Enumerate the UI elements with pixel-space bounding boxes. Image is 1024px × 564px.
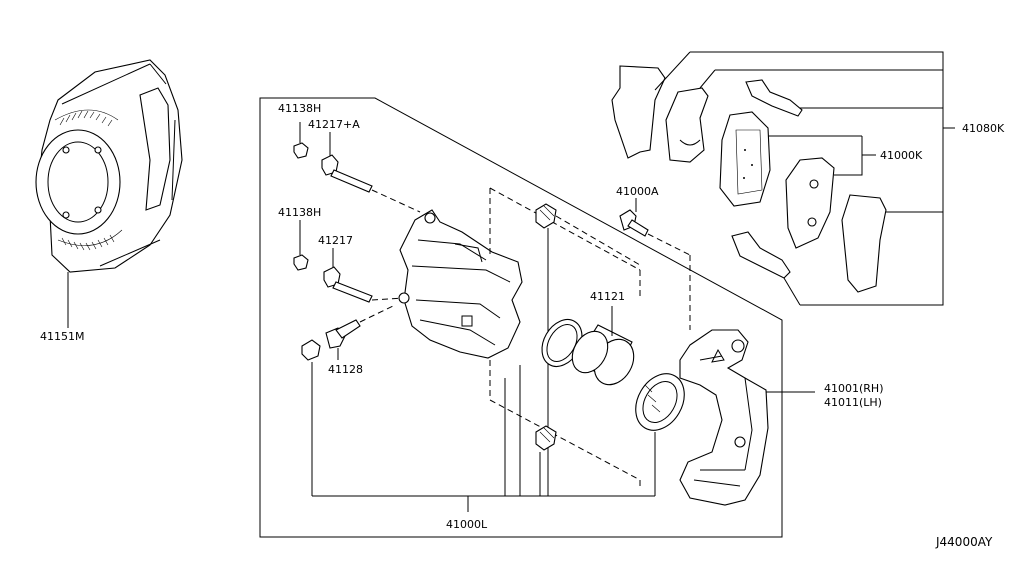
brake-pad-inner-drawing	[785, 136, 876, 249]
part-label-41217A: 41217+A	[308, 118, 360, 131]
pin-bolt-41217A-drawing	[321, 132, 421, 213]
anti-rattle-clip-drawing	[745, 79, 943, 117]
pad-shim-outer-drawing	[611, 51, 691, 159]
dust-shield-drawing	[35, 59, 183, 328]
lower-clip-drawing	[731, 231, 801, 306]
part-label-41080K: 41080K	[962, 122, 1005, 135]
piston-boot-drawing	[635, 373, 685, 496]
part-label-41000K: 41000K	[880, 149, 923, 162]
part-label-41000A: 41000A	[616, 185, 659, 198]
diagram-code: J44000AY	[935, 535, 993, 549]
torque-member-drawing	[679, 329, 769, 506]
pin-boot-lower-drawing	[535, 425, 557, 496]
part-label-41217: 41217	[318, 234, 353, 247]
part-label-41138H-mid: 41138H	[278, 206, 321, 219]
part-label-41011-lh: 41011(LH)	[824, 396, 882, 409]
caliper-body-drawing	[398, 209, 523, 359]
bolt-41000A-drawing	[619, 198, 691, 330]
part-label-41138H-top: 41138H	[278, 102, 321, 115]
pin-bolt-41217-drawing	[323, 248, 406, 303]
bolt-41138H-mid-drawing	[293, 220, 309, 271]
pad-kit-frame	[690, 51, 944, 306]
piston-41121-drawing	[504, 306, 635, 496]
brake-pad-outer-drawing	[719, 111, 862, 207]
part-label-41000L: 41000L	[446, 518, 488, 531]
piston-assembly-guide	[489, 187, 641, 490]
bolt-41138H-top-drawing	[293, 122, 309, 159]
part-label-41128: 41128	[328, 363, 363, 376]
part-label-41151M: 41151M	[40, 330, 84, 343]
part-label-41001-rh: 41001(RH)	[824, 382, 884, 395]
bleeder-41128-drawing	[301, 304, 396, 496]
assembly-frame	[259, 97, 783, 538]
pad-shim-inner-drawing	[665, 69, 943, 163]
part-label-41121: 41121	[590, 290, 625, 303]
pad-shim-lower-drawing	[841, 194, 943, 293]
